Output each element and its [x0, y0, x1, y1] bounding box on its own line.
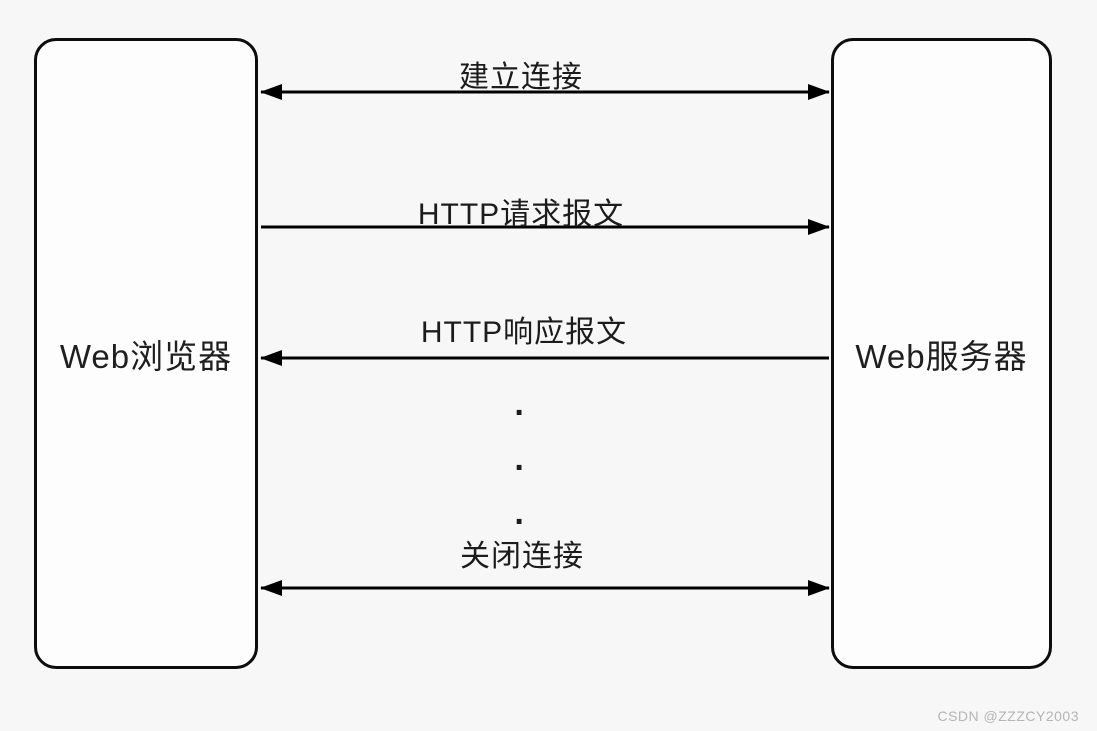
- message-label-establish-connection: 建立连接: [459, 61, 583, 94]
- node-web-server-label: Web服务器: [855, 337, 1028, 375]
- ellipsis-dot: ·: [514, 503, 526, 541]
- node-web-browser: Web浏览器: [34, 38, 258, 669]
- node-web-browser-label: Web浏览器: [59, 337, 233, 375]
- ellipsis-dot: ·: [514, 394, 526, 432]
- node-web-server: Web服务器: [831, 38, 1052, 669]
- message-label-close-connection: 关闭连接: [460, 540, 584, 573]
- message-label-http-request: HTTP请求报文: [417, 198, 625, 231]
- ellipsis-dot: ·: [514, 448, 526, 487]
- repetition-ellipsis: · · ·: [514, 386, 525, 550]
- message-label-http-response: HTTP响应报文: [420, 316, 628, 349]
- csdn-watermark: CSDN @ZZZCY2003: [937, 708, 1079, 724]
